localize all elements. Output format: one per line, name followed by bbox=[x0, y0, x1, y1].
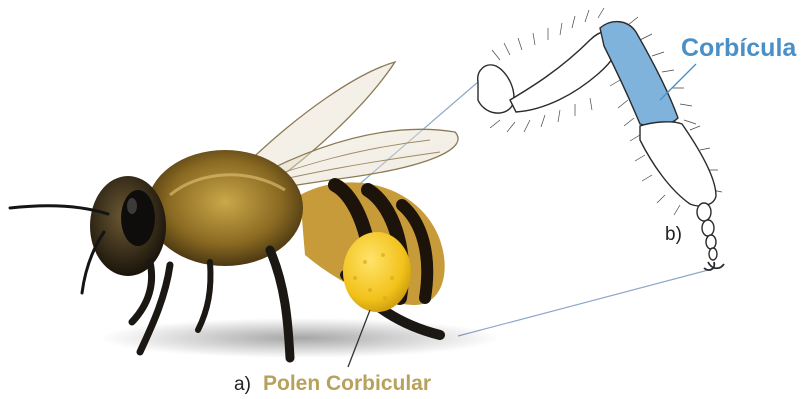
label-b-marker: b) bbox=[665, 224, 682, 246]
bee-eye bbox=[121, 190, 155, 246]
leg-basitarsus bbox=[640, 122, 716, 206]
label-corbicula-caption: Corbícula bbox=[681, 34, 796, 63]
corbicula-tibia bbox=[600, 22, 678, 126]
leg-coxa bbox=[478, 65, 514, 113]
leg-tarsus bbox=[697, 203, 717, 260]
label-pollen-caption: Polen Corbicular bbox=[263, 372, 431, 396]
corbicula-pointer bbox=[660, 64, 696, 100]
connector-line-lower bbox=[458, 268, 716, 336]
bee-illustration bbox=[10, 62, 500, 367]
label-a-marker: a) bbox=[234, 374, 251, 396]
pollen-load bbox=[343, 232, 411, 312]
leg-femur bbox=[510, 31, 619, 112]
bee-thorax bbox=[147, 150, 303, 266]
